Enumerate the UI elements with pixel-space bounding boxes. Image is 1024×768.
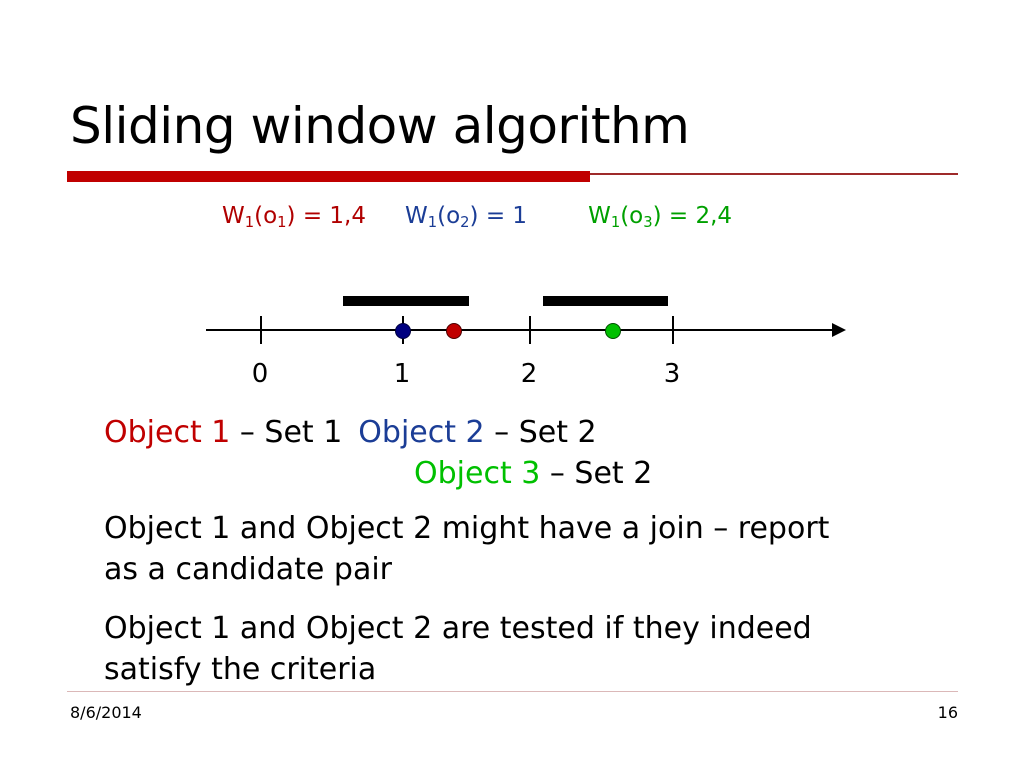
number-line-diagram: 0 1 2 3: [0, 285, 1024, 390]
legend-set-1: – Set 1: [230, 415, 343, 450]
formula-w1-o2: W1(o2) = 1: [405, 203, 528, 232]
window-bar-2: [543, 296, 668, 306]
object-2-dot: [395, 323, 411, 339]
axis-line: [206, 329, 839, 331]
body-paragraph-2: Object 1 and Object 2 are tested if they…: [104, 611, 812, 687]
axis-tick-3: [672, 316, 674, 344]
footer-slide-number: 16: [937, 703, 958, 722]
legend-line-2: Object 3 – Set 2: [414, 453, 652, 494]
window-bar-1: [343, 296, 469, 306]
axis-tick-label-1: 1: [393, 359, 411, 389]
axis-tick-label-0: 0: [251, 359, 269, 389]
legend-set-2: – Set 2: [484, 415, 597, 450]
object-3-dot: [605, 323, 621, 339]
legend-object-2: Object 2: [358, 415, 485, 450]
legend-object-3: Object 3: [414, 456, 541, 491]
legend-set-3: – Set 2: [540, 456, 653, 491]
body-paragraph-1: Object 1 and Object 2 might have a join …: [104, 511, 830, 587]
axis-arrow-icon: [832, 323, 846, 337]
axis-tick-label-3: 3: [663, 359, 681, 389]
axis-tick-label-2: 2: [520, 359, 538, 389]
footer-divider: [67, 691, 958, 692]
legend-object-1: Object 1: [104, 415, 231, 450]
title-underline-thick: [67, 171, 590, 182]
window-formulas: W1(o1) = 1,4 W1(o2) = 1 W1(o3) = 2,4: [222, 203, 732, 235]
formula-value-o1: 1,4: [329, 203, 366, 229]
formula-value-o2: 1: [512, 203, 528, 229]
axis-tick-2: [529, 316, 531, 344]
formula-w1-o1: W1(o1) = 1,4: [222, 203, 366, 232]
formula-value-o3: 2,4: [695, 203, 733, 229]
page-title: Sliding window algorithm: [70, 97, 690, 155]
axis-tick-0: [260, 316, 262, 344]
footer-date: 8/6/2014: [70, 703, 142, 722]
object-1-dot: [446, 323, 462, 339]
formula-w1-o3: W1(o3) = 2,4: [588, 203, 733, 232]
legend-line-1: Object 1 – Set 1 Object 2 – Set 2: [104, 412, 597, 453]
